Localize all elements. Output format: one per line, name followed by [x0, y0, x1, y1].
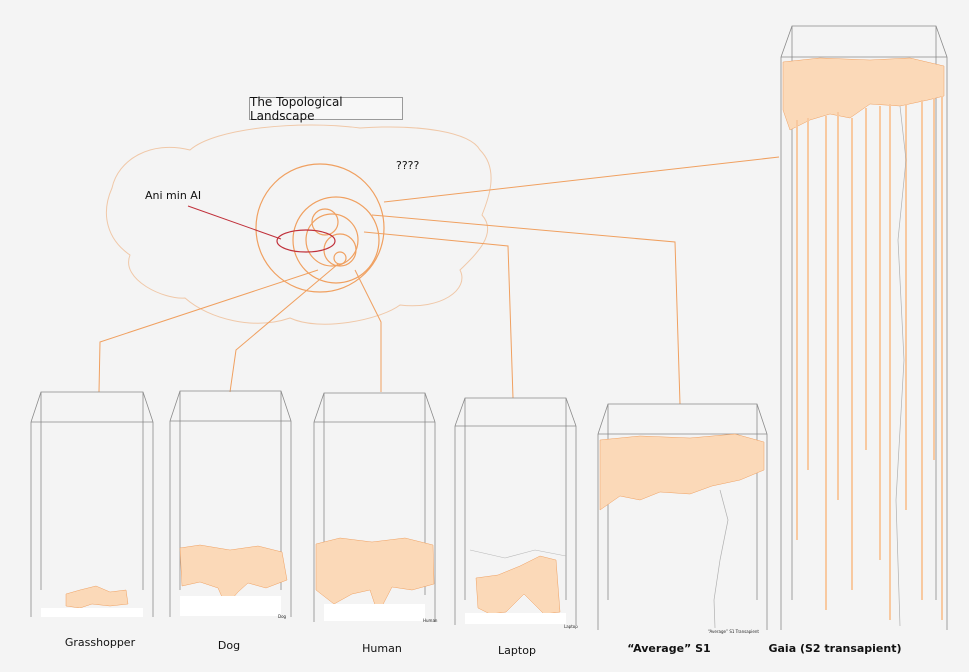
laptop-tag: Laptop: [564, 624, 578, 629]
box-grasshopper: [30, 391, 154, 617]
caption-gaia: Gaia (S2 transapient): [768, 642, 902, 655]
average-s1-tag: “Average” S1 Transapient: [708, 629, 759, 634]
laptop-base: [465, 613, 566, 624]
middle-ring: [292, 196, 380, 284]
inner-ring-1: [305, 213, 359, 267]
connector-laptop: [363, 231, 514, 399]
page-title: The Topological Landscape: [249, 95, 403, 123]
inner-ring-3: [323, 233, 357, 267]
gaia-trace: [895, 105, 907, 627]
inner-ring-2: [311, 208, 339, 236]
laptop-terrain: [475, 555, 561, 615]
grasshopper-terrain: [65, 585, 129, 609]
connector-gaia: [383, 156, 780, 203]
animin-pointer: [187, 205, 282, 240]
connector-human: [354, 269, 382, 392]
caption-laptop: Laptop: [498, 644, 536, 657]
dog-terrain: [179, 544, 288, 607]
dog-base: [180, 596, 281, 616]
inner-ring-4: [333, 251, 347, 265]
average-s1-trace: [713, 489, 729, 629]
landscape-cloud-outline: [105, 124, 492, 325]
average-s1-terrain: [599, 433, 765, 511]
grasshopper-base: [41, 608, 143, 617]
laptop-trace: [469, 549, 567, 559]
outer-ring: [255, 163, 385, 293]
animin-label: Ani min AI: [145, 189, 202, 202]
human-terrain: [315, 537, 435, 615]
caption-human: Human: [362, 642, 402, 655]
caption-dog: Dog: [217, 639, 241, 652]
box-laptop: [454, 397, 577, 625]
connector-average-s1: [371, 214, 681, 405]
caption-grasshopper: Grasshopper: [64, 636, 136, 649]
gaia-drips: [796, 96, 943, 620]
unknown-label: ????: [396, 159, 420, 172]
caption-average-s1: “Average” S1: [627, 642, 711, 655]
connector-dog: [229, 263, 339, 393]
human-tag: Human: [423, 618, 438, 623]
animin-ellipse: [276, 229, 336, 253]
connector-grasshopper: [98, 269, 319, 393]
human-base: [324, 604, 425, 621]
dog-tag: Dog: [278, 614, 287, 619]
